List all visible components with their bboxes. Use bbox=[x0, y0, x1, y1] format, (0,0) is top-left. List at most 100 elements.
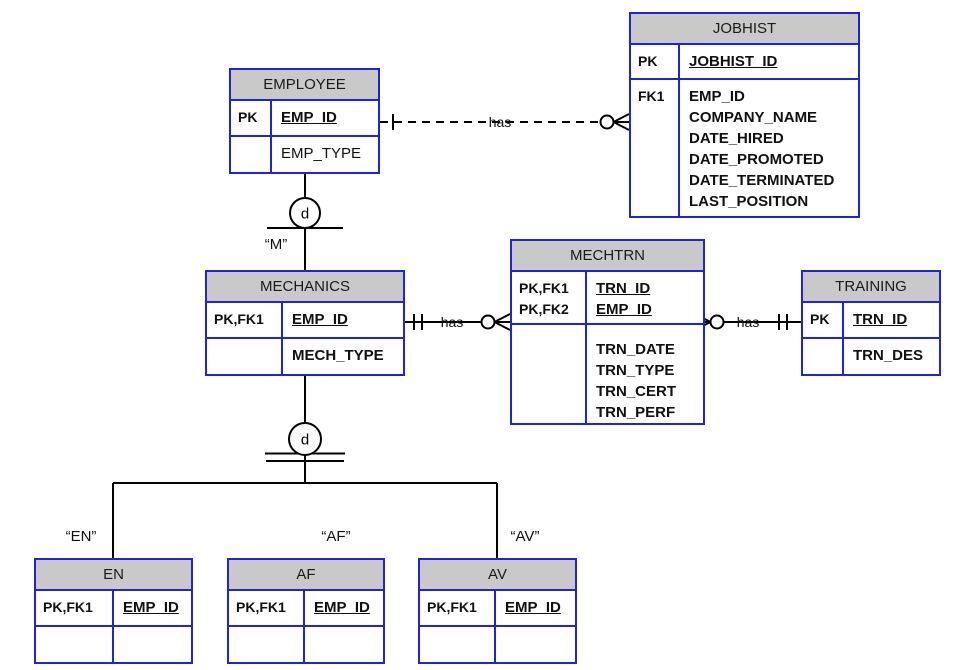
attribute: EMP_ID bbox=[292, 311, 348, 328]
attribute: LAST_POSITION bbox=[689, 193, 809, 210]
crow-foot-icon bbox=[494, 321, 511, 331]
entity-row: PK,FK1 EMP_ID bbox=[207, 303, 403, 337]
attr-cell: EMP_ID bbox=[114, 591, 191, 625]
key-cell bbox=[207, 339, 283, 374]
attr-cell: EMP_ID COMPANY_NAME DATE_HIRED DATE_PROM… bbox=[680, 80, 858, 216]
attribute: EMP_ID bbox=[314, 599, 370, 616]
key-cell: PK,FK1 bbox=[207, 303, 283, 337]
relationship-label-has: has bbox=[440, 314, 464, 330]
key-label: PK bbox=[238, 109, 258, 125]
entity-row: PK,FK1 EMP_ID bbox=[36, 591, 191, 625]
entity-row: PK TRN_ID bbox=[803, 303, 939, 337]
attribute: TRN_TYPE bbox=[596, 362, 675, 379]
entity-row: PK,FK1 EMP_ID bbox=[229, 591, 383, 625]
entity-employee: EMPLOYEE PK EMP_ID EMP_TYPE bbox=[229, 68, 380, 174]
discriminator-value-label: “M” bbox=[264, 236, 288, 253]
key-label: PK bbox=[638, 53, 658, 69]
relationship-mechanics-mechtrn bbox=[405, 313, 511, 331]
key-label: PK,FK1 bbox=[236, 599, 286, 615]
entity-header: MECHANICS bbox=[207, 272, 403, 303]
key-cell: PK,FK1 bbox=[36, 591, 114, 625]
crow-foot-icon bbox=[494, 313, 511, 323]
key-cell: PK,FK1 PK,FK2 bbox=[512, 272, 587, 323]
attribute: TRN_CERT bbox=[596, 383, 677, 400]
key-label: PK bbox=[810, 311, 830, 327]
entity-header: MECHTRN bbox=[512, 241, 703, 272]
entity-header: TRAINING bbox=[803, 272, 939, 303]
zero-circle-icon bbox=[480, 314, 496, 330]
attribute: EMP_ID bbox=[505, 599, 561, 616]
attribute: MECH_TYPE bbox=[292, 347, 384, 364]
discriminator-value-label: “AV” bbox=[510, 528, 540, 545]
key-cell bbox=[803, 339, 844, 374]
key-label: PK,FK1 bbox=[519, 280, 569, 296]
entity-row: PK EMP_ID bbox=[231, 101, 378, 135]
key-label: PK,FK1 bbox=[427, 599, 477, 615]
entity-row bbox=[229, 625, 383, 662]
attr-cell: TRN_ID bbox=[844, 303, 939, 337]
entity-mechtrn: MECHTRN PK,FK1 PK,FK2 TRN_ID EMP_ID TRN_… bbox=[510, 239, 705, 425]
discriminator-value-label: “AF” bbox=[321, 528, 351, 545]
attribute: DATE_TERMINATED bbox=[689, 172, 835, 189]
attribute: EMP_TYPE bbox=[281, 145, 362, 162]
key-cell: FK1 bbox=[631, 80, 680, 216]
attr-cell: EMP_ID bbox=[496, 591, 575, 625]
entity-row: MECH_TYPE bbox=[207, 337, 403, 374]
attribute: TRN_ID bbox=[596, 280, 651, 297]
attribute: DATE_HIRED bbox=[689, 130, 784, 147]
zero-circle-icon bbox=[599, 114, 615, 130]
entity-row: TRN_DATE TRN_TYPE TRN_CERT TRN_PERF bbox=[512, 323, 703, 423]
relationship-label-has: has bbox=[488, 114, 512, 130]
entity-row: PK JOBHIST_ID bbox=[631, 45, 858, 78]
entity-training: TRAINING PK TRN_ID TRN_DES bbox=[801, 270, 941, 376]
attribute: EMP_ID bbox=[123, 599, 179, 616]
relationship-employee-jobhist bbox=[380, 113, 630, 131]
attribute: EMP_ID bbox=[689, 88, 745, 105]
entity-mechanics: MECHANICS PK,FK1 EMP_ID MECH_TYPE bbox=[205, 270, 405, 376]
entity-row: PK,FK1 EMP_ID bbox=[420, 591, 575, 625]
entity-header: AF bbox=[229, 560, 383, 591]
crow-foot-icon bbox=[613, 113, 630, 123]
key-label: PK,FK1 bbox=[214, 311, 264, 327]
entity-name: TRAINING bbox=[835, 278, 907, 295]
entity-name: EN bbox=[103, 566, 124, 583]
attr-cell bbox=[305, 627, 383, 662]
entity-name: JOBHIST bbox=[712, 20, 777, 37]
key-label: FK1 bbox=[638, 88, 665, 104]
entity-row: TRN_DES bbox=[803, 337, 939, 374]
attr-cell: TRN_DATE TRN_TYPE TRN_CERT TRN_PERF bbox=[587, 325, 703, 423]
attr-cell bbox=[114, 627, 191, 662]
entity-row: PK,FK1 PK,FK2 TRN_ID EMP_ID bbox=[512, 272, 703, 323]
disjoint-circle-icon bbox=[289, 197, 321, 229]
relationship-label-has: has bbox=[736, 314, 760, 330]
subtype-connector-employee: d bbox=[267, 174, 343, 270]
spacer bbox=[596, 331, 701, 339]
attribute: TRN_DES bbox=[853, 347, 924, 364]
attribute: DATE_PROMOTED bbox=[689, 151, 824, 168]
entity-header: EN bbox=[36, 560, 191, 591]
key-cell: PK,FK1 bbox=[420, 591, 496, 625]
entity-row bbox=[36, 625, 191, 662]
disjoint-symbol: d bbox=[301, 432, 309, 449]
entity-name: AF bbox=[296, 566, 316, 583]
discriminator-value-label: “EN” bbox=[65, 528, 97, 545]
entity-name: AV bbox=[488, 566, 507, 583]
key-cell bbox=[36, 627, 114, 662]
entity-header: AV bbox=[420, 560, 575, 591]
entity-name: EMPLOYEE bbox=[263, 76, 346, 93]
crow-foot-icon bbox=[613, 121, 630, 131]
entity-jobhist: JOBHIST PK JOBHIST_ID FK1 EMP_ID COMPANY… bbox=[629, 12, 860, 218]
key-cell: PK bbox=[231, 101, 272, 135]
attribute: TRN_PERF bbox=[596, 404, 676, 421]
attribute: COMPANY_NAME bbox=[689, 109, 818, 126]
attribute: EMP_ID bbox=[596, 301, 652, 318]
attribute: EMP_ID bbox=[281, 109, 337, 126]
attr-cell bbox=[496, 627, 575, 662]
entity-row bbox=[420, 625, 575, 662]
entity-row: EMP_TYPE bbox=[231, 135, 378, 172]
key-cell: PK bbox=[803, 303, 844, 337]
attr-cell: EMP_ID bbox=[272, 101, 378, 135]
key-cell bbox=[229, 627, 305, 662]
